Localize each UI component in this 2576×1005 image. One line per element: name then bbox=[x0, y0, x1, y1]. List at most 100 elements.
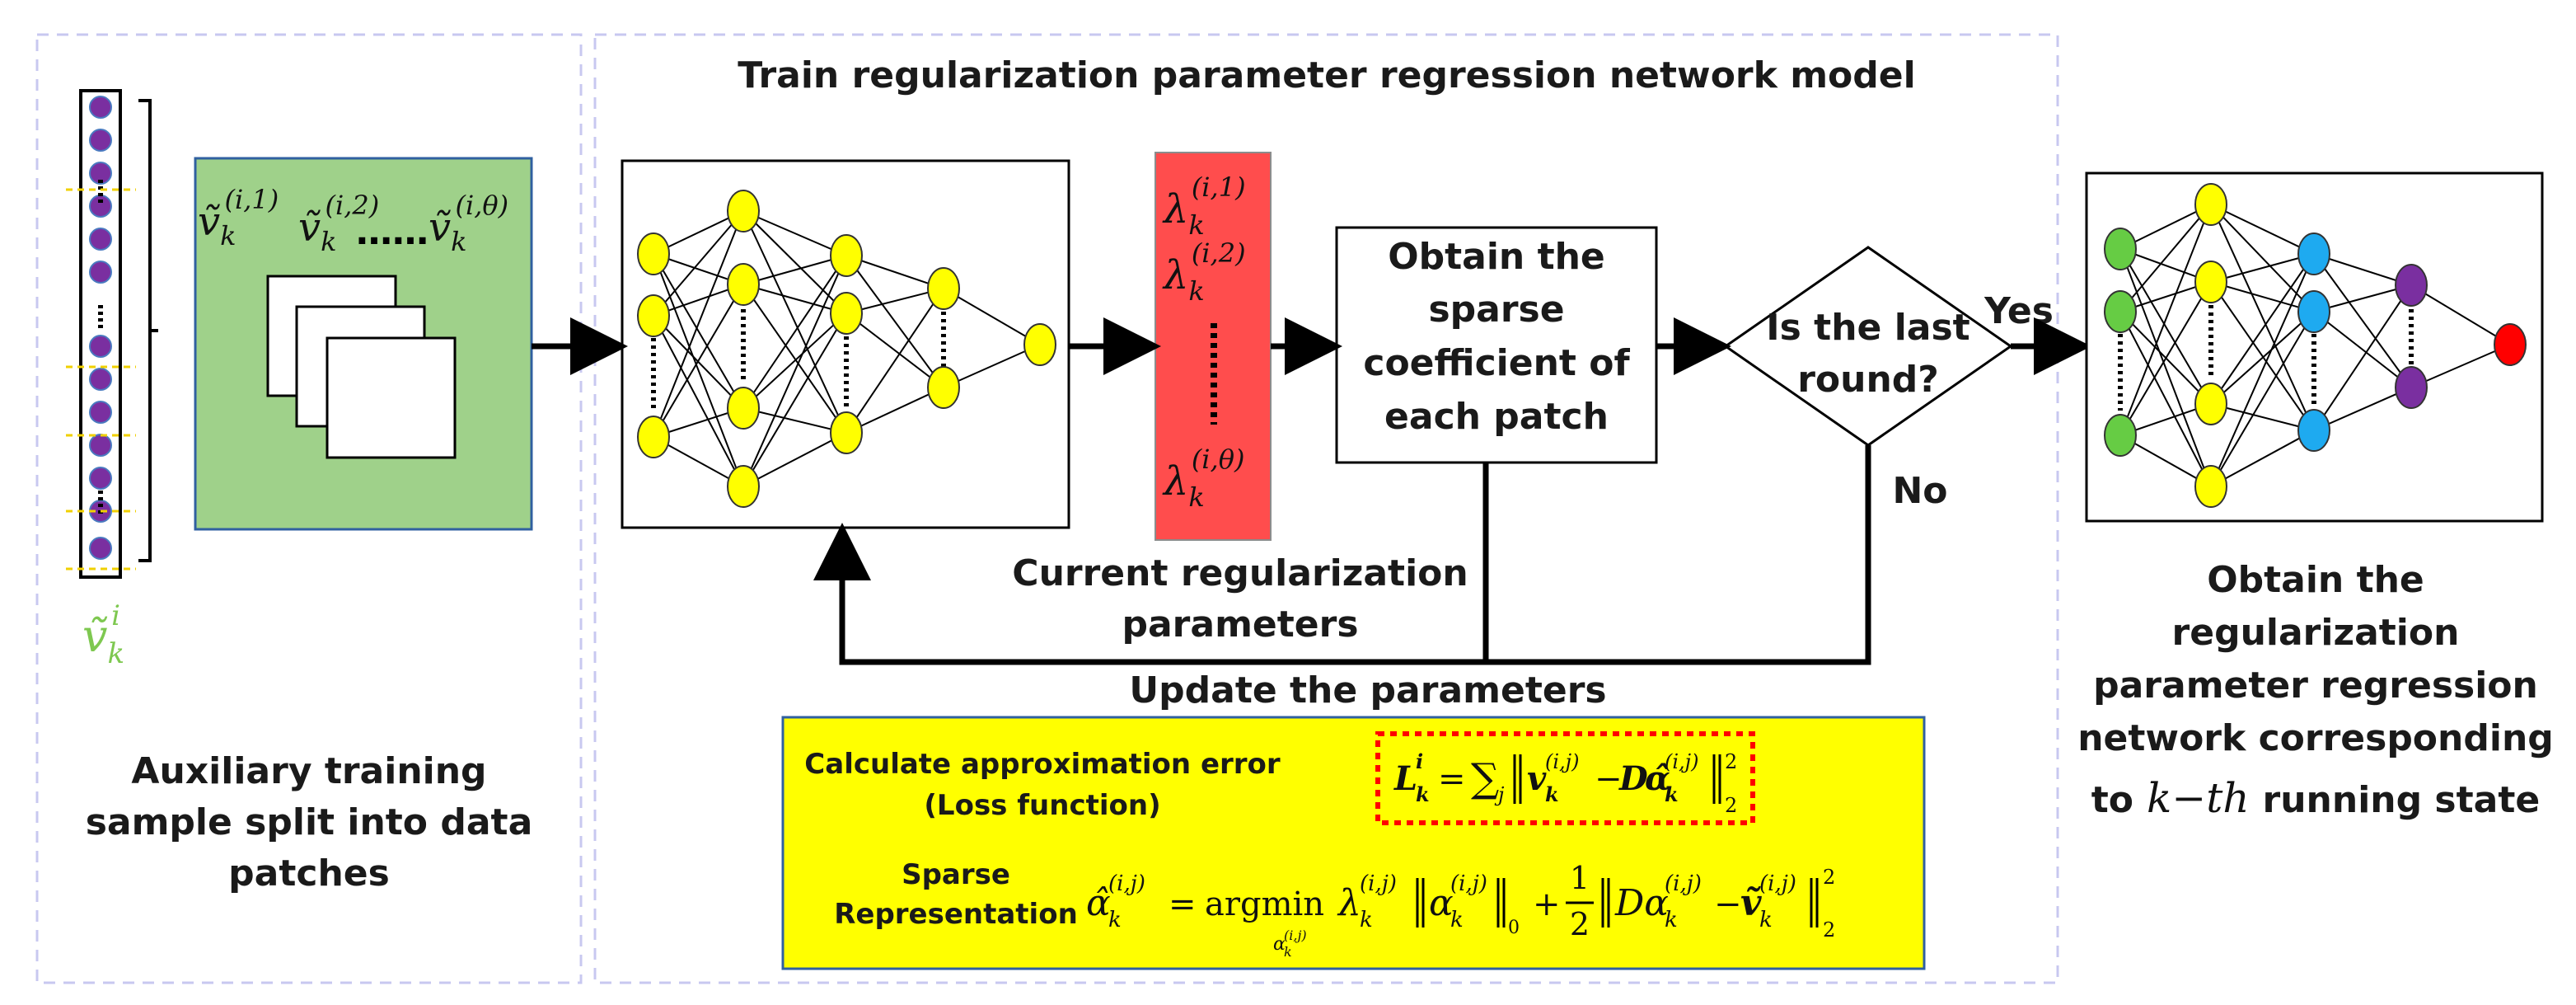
vector-element-dot bbox=[89, 467, 112, 490]
network-node bbox=[2104, 290, 2137, 333]
right-caption-4: network corresponding bbox=[2077, 717, 2554, 759]
svg-text:2: 2 bbox=[1725, 750, 1737, 773]
svg-text:λ: λ bbox=[1337, 882, 1361, 924]
network-connection bbox=[2210, 253, 2315, 487]
network-connection bbox=[2119, 204, 2212, 436]
network-connection bbox=[2210, 253, 2315, 283]
svg-text:2: 2 bbox=[1823, 918, 1835, 942]
network-node bbox=[2104, 414, 2137, 457]
network-connection bbox=[742, 255, 847, 409]
lambda-term-3: λk(i,θ) bbox=[1162, 444, 1244, 513]
network-connection bbox=[742, 312, 847, 487]
svg-text:k: k bbox=[1108, 908, 1122, 932]
network-connection bbox=[2119, 311, 2212, 487]
network-node bbox=[637, 294, 670, 337]
input-vector-label: ṽki bbox=[82, 599, 124, 670]
patch-term-3: ṽk(i,θ) bbox=[429, 190, 508, 257]
svg-text:α̂: α̂ bbox=[1645, 759, 1670, 798]
svg-text:+: + bbox=[1533, 885, 1561, 923]
sparse-formula: α̂ k (i,j) = argmin α k (i,j) λ k (i,j) … bbox=[1086, 860, 1835, 960]
vector-element-dot bbox=[89, 537, 112, 560]
sparse-label-1: Sparse bbox=[902, 858, 1010, 891]
network-connection bbox=[2313, 284, 2412, 312]
network-node bbox=[830, 234, 863, 277]
vector-element-dot bbox=[89, 335, 112, 358]
network-connection bbox=[943, 344, 1041, 388]
network-connection bbox=[742, 210, 847, 256]
network-box bbox=[621, 159, 1070, 529]
svg-text:(i,j): (i,j) bbox=[1108, 871, 1145, 896]
patch-ellipsis: …… bbox=[356, 211, 429, 253]
left-caption-1: Auxiliary training bbox=[131, 750, 486, 792]
network-connection bbox=[653, 210, 744, 317]
network-connection bbox=[2119, 281, 2212, 436]
network-node bbox=[2395, 264, 2428, 307]
no-label: No bbox=[1892, 470, 1947, 512]
vector-element-dot bbox=[89, 162, 112, 185]
network-connection bbox=[2410, 284, 2511, 345]
process-line-4: each patch bbox=[1384, 396, 1609, 438]
network-connection bbox=[2210, 430, 2315, 487]
svg-text:v: v bbox=[1527, 759, 1547, 798]
vector-element-dot bbox=[89, 434, 112, 457]
svg-text:k: k bbox=[1284, 944, 1292, 960]
network-connection bbox=[742, 210, 847, 314]
network-connection bbox=[2313, 387, 2412, 431]
loss-label-1: Calculate approximation error bbox=[804, 748, 1281, 781]
lambda-term-2: λk(i,2) bbox=[1162, 237, 1246, 307]
network-node bbox=[2494, 323, 2527, 366]
trained-network bbox=[2104, 183, 2527, 508]
network-node bbox=[1023, 323, 1056, 366]
patch-term-2: ṽk(i,2) bbox=[298, 190, 379, 257]
train-panel-title: Train regularization parameter regressio… bbox=[738, 54, 1915, 96]
half-denominator: 2 bbox=[1570, 906, 1590, 942]
input-vector bbox=[66, 89, 158, 579]
network-connection bbox=[742, 312, 847, 409]
network-connection bbox=[653, 284, 744, 438]
svg-text:(i,j): (i,j) bbox=[1284, 928, 1307, 943]
network-node bbox=[727, 387, 760, 430]
vector-element-dot bbox=[89, 368, 112, 391]
current-params-line-1: Current regularization bbox=[1012, 552, 1468, 594]
svg-text:=: = bbox=[1438, 760, 1466, 798]
decision-line-2: round? bbox=[1797, 359, 1939, 401]
svg-text:k: k bbox=[1759, 908, 1773, 932]
network-connection bbox=[2210, 253, 2315, 405]
network-connection bbox=[742, 407, 847, 434]
svg-text:α: α bbox=[1273, 934, 1286, 955]
svg-text:D: D bbox=[1618, 759, 1648, 798]
network-node bbox=[727, 465, 760, 508]
lambda-term-1: λk(i,1) bbox=[1162, 171, 1246, 241]
network-node bbox=[2194, 465, 2227, 508]
svg-text:k: k bbox=[1665, 782, 1679, 806]
network-connection bbox=[2119, 248, 2212, 405]
svg-text:α: α bbox=[1429, 882, 1454, 924]
network-connection bbox=[2210, 204, 2315, 255]
loss-formula: L k i = ∑ j v k (i,j) − D α̂ k (i,j) 2 2 bbox=[1393, 749, 1737, 817]
vector-element-dot bbox=[89, 261, 112, 284]
network-connection bbox=[2313, 311, 2412, 388]
svg-text:(i,j): (i,j) bbox=[1545, 750, 1579, 773]
network-connection bbox=[845, 288, 944, 434]
network-connection bbox=[2119, 204, 2212, 312]
sparse-coefficient-box bbox=[1335, 226, 1658, 464]
network-connection bbox=[2210, 204, 2315, 431]
svg-text:−: − bbox=[1595, 760, 1623, 798]
update-label: Update the parameters bbox=[1129, 669, 1606, 711]
network-connection bbox=[742, 255, 847, 285]
network-connection bbox=[2410, 344, 2511, 388]
network-node bbox=[2194, 383, 2227, 425]
network-node bbox=[927, 267, 960, 310]
network-connection bbox=[943, 288, 1041, 345]
yes-label: Yes bbox=[1984, 290, 2054, 332]
svg-text:α̂: α̂ bbox=[1086, 882, 1111, 924]
argmin-text: argmin bbox=[1205, 885, 1324, 923]
network-connection bbox=[2210, 311, 2315, 487]
patch-square-3 bbox=[326, 336, 457, 459]
svg-text:2: 2 bbox=[1823, 866, 1835, 889]
network-connection bbox=[2313, 284, 2412, 431]
flow-arrows bbox=[532, 317, 2091, 665]
patch-term-1: ṽk(i,1) bbox=[198, 184, 279, 251]
network-connection bbox=[2210, 281, 2315, 431]
